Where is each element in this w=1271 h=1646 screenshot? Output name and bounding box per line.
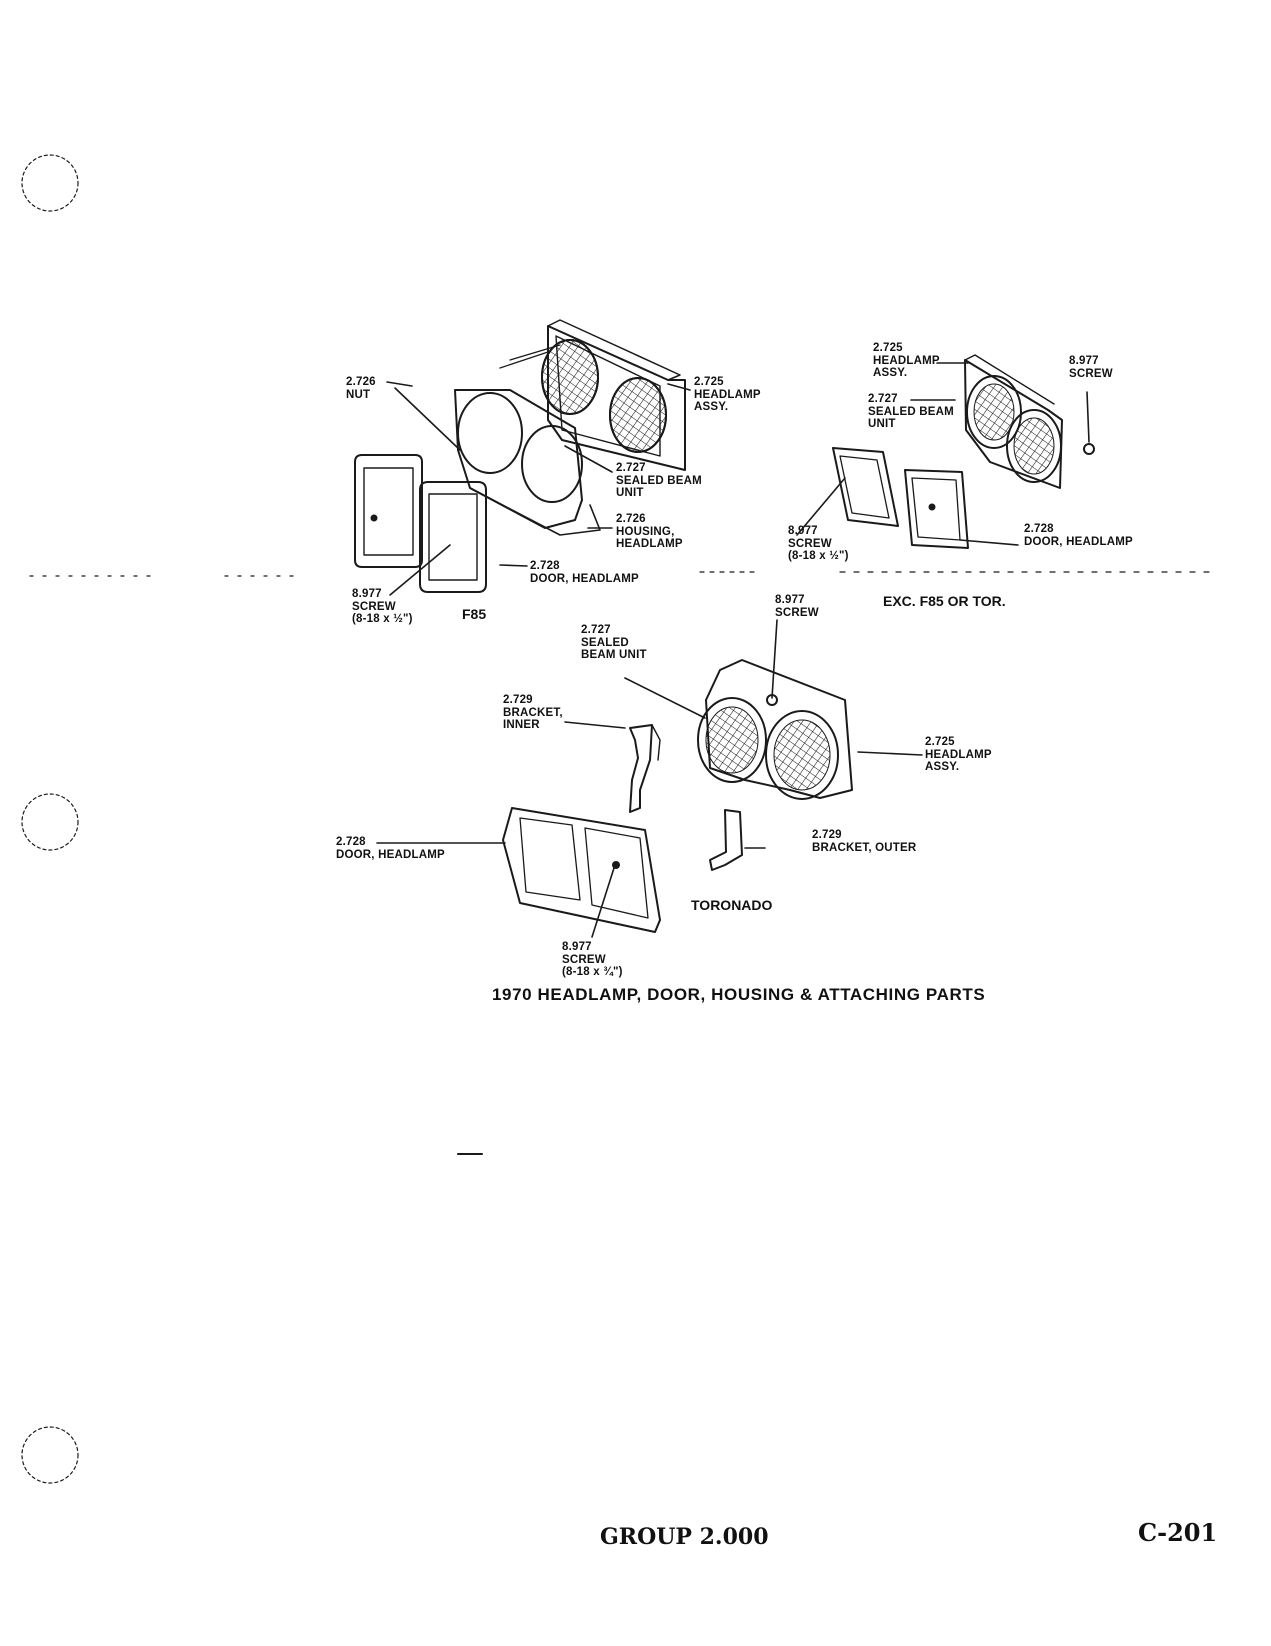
toronado-door-name: DOOR, HEADLAMP [336, 848, 445, 861]
toronado-section-label: TORONADO [691, 897, 773, 913]
exc-screw-door-part: 8.977 [788, 525, 818, 537]
f85-screw-label: 8.977 SCREW (8-18 x ½") [352, 588, 413, 626]
figure-caption: 1970 HEADLAMP, DOOR, HOUSING & ATTACHING… [492, 985, 986, 1004]
toronado-bracket-inner-line1: BRACKET, [503, 706, 563, 719]
toronado-screw-top-part: 8.977 [775, 594, 805, 606]
toronado-bracket-outer-label: 2.729 BRACKET, OUTER [812, 829, 916, 854]
exc-screw-top-part: 8.977 [1069, 355, 1099, 367]
f85-housing-line2: HEADLAMP [616, 538, 683, 550]
toronado-bracket-outer-part: 2.729 [812, 829, 842, 841]
f85-leaders [386, 381, 691, 596]
f85-nut-label: 2.726 NUT [346, 376, 376, 401]
toronado-headlamp-assy-part: 2.725 [925, 736, 955, 748]
f85-door-label: 2.728 DOOR, HEADLAMP [530, 560, 639, 585]
f85-sealed-beam-part: 2.727 [616, 462, 646, 474]
toronado-headlamp-assy-line2: ASSY. [925, 761, 960, 773]
f85-section-label: F85 [462, 606, 487, 622]
toronado-bracket-inner-label: 2.729 BRACKET, INNER [503, 694, 563, 732]
f85-headlamp-assy-label: 2.725 HEADLAMP ASSY. [694, 376, 761, 414]
exc-headlamp-assy-label: 2.725 HEADLAMP ASSY. [873, 342, 940, 380]
f85-housing-label: 2.726 HOUSING, HEADLAMP [616, 513, 683, 551]
f85-housing-line1: HOUSING, [616, 525, 675, 538]
toronado-screw-door-label: 8.977 SCREW (8-18 x ¾") [562, 941, 623, 979]
toronado-screw-door-size: (8-18 x ¾") [562, 966, 623, 978]
exc-leaders [796, 362, 1090, 546]
exc-screw-door-name: SCREW [788, 537, 832, 550]
exc-screw-top-label: 8.977 SCREW [1069, 355, 1113, 380]
toronado-screw-door-name: SCREW [562, 953, 606, 966]
exc-door-part: 2.728 [1024, 523, 1054, 535]
exc-screw-door-size: (8-18 x ½") [788, 550, 849, 562]
exc-headlamp-assy-line2: ASSY. [873, 367, 908, 379]
scan-dashes [29, 571, 1211, 1155]
exc-sealed-beam-part: 2.727 [868, 393, 898, 405]
binder-hole-bottom [21, 1426, 79, 1484]
toronado-door-part: 2.728 [336, 836, 366, 848]
toronado-bracket-inner-line2: INNER [503, 719, 540, 731]
f85-nut-part: 2.726 [346, 376, 376, 388]
f85-housing-part: 2.726 [616, 513, 646, 525]
exc-section-label: EXC. F85 OR TOR. [883, 593, 1006, 609]
exc-door-label: 2.728 DOOR, HEADLAMP [1024, 523, 1133, 548]
toronado-headlamp-assy-line1: HEADLAMP [925, 748, 992, 761]
binder-hole-middle [21, 793, 79, 851]
exc-sealed-beam-line1: SEALED BEAM [868, 405, 954, 418]
f85-sealed-beam-label: 2.727 SEALED BEAM UNIT [616, 462, 702, 500]
footer-group: GROUP 2.000 [600, 1524, 769, 1550]
toronado-headlamp-assy-label: 2.725 HEADLAMP ASSY. [925, 736, 992, 774]
binder-hole-top [21, 154, 79, 212]
exc-screw-top-name: SCREW [1069, 367, 1113, 380]
exc-sealed-beam-line2: UNIT [868, 418, 896, 430]
toronado-bracket-outer-name: BRACKET, OUTER [812, 841, 917, 854]
f85-headlamp-assy-part: 2.725 [694, 376, 724, 388]
f85-headlamp-assembly [541, 319, 686, 471]
toronado-sealed-beam-line1: SEALED [581, 636, 629, 649]
exc-headlamp-assembly [964, 354, 1095, 489]
toronado-screw-top-label: 8.977 SCREW [775, 594, 819, 619]
toronado-bracket-inner-part: 2.729 [503, 694, 533, 706]
f85-headlamp-assy-line2: ASSY. [694, 401, 729, 413]
f85-door [354, 454, 487, 593]
exc-headlamp-assy-part: 2.725 [873, 342, 903, 354]
exc-screw-door-label: 8.977 SCREW (8-18 x ½") [788, 525, 849, 563]
f85-screw-size: (8-18 x ½") [352, 613, 413, 625]
toronado-bracket-outer [709, 809, 743, 871]
f85-screw-part: 8.977 [352, 588, 382, 600]
f85-nut-name: NUT [346, 388, 371, 401]
toronado-bracket-inner [629, 724, 661, 813]
toronado-headlamp-assembly [697, 659, 853, 800]
f85-housing [454, 344, 601, 536]
toronado-screw-door-part: 8.977 [562, 941, 592, 953]
exc-sealed-beam-label: 2.727 SEALED BEAM UNIT [868, 393, 954, 431]
f85-door-name: DOOR, HEADLAMP [530, 572, 639, 585]
f85-sealed-beam-line1: SEALED BEAM [616, 474, 702, 487]
toronado-door [502, 807, 661, 933]
toronado-door-label: 2.728 DOOR, HEADLAMP [336, 836, 445, 861]
page-number: C-201 [1138, 1518, 1218, 1547]
exc-headlamp-assy-line1: HEADLAMP [873, 354, 940, 367]
toronado-sealed-beam-line2: BEAM UNIT [581, 649, 647, 661]
f85-headlamp-assy-line1: HEADLAMP [694, 388, 761, 401]
toronado-sealed-beam-label: 2.727 SEALED BEAM UNIT [581, 624, 647, 662]
toronado-leaders [376, 619, 923, 938]
f85-sealed-beam-line2: UNIT [616, 487, 644, 499]
f85-door-part: 2.728 [530, 560, 560, 572]
exc-doors [832, 447, 969, 549]
exc-door-name: DOOR, HEADLAMP [1024, 535, 1133, 548]
f85-screw-name: SCREW [352, 600, 396, 613]
toronado-screw-top-name: SCREW [775, 606, 819, 619]
toronado-sealed-beam-part: 2.727 [581, 624, 611, 636]
